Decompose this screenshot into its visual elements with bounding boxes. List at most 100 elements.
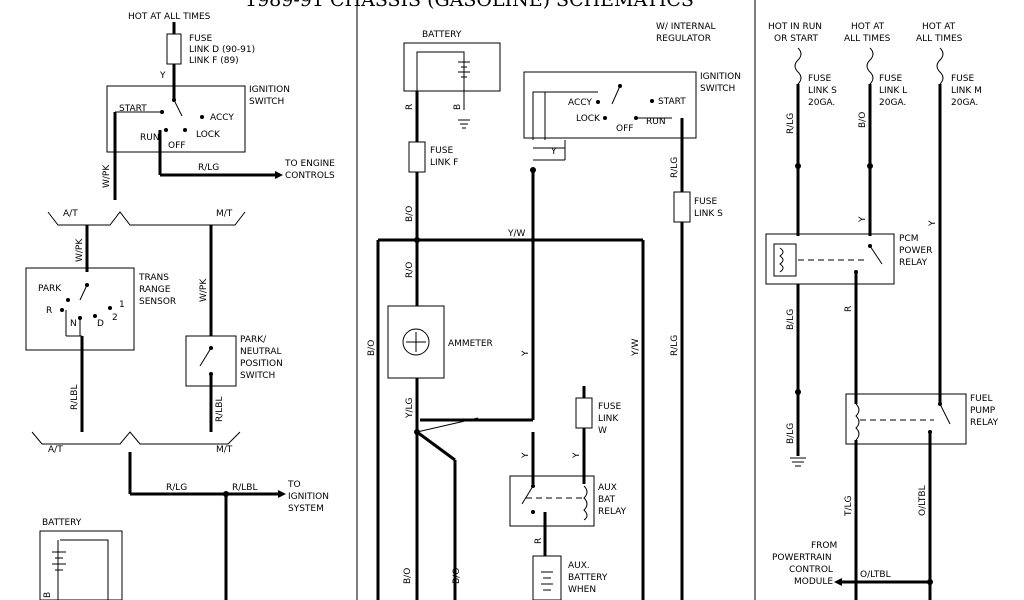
wire-label: R bbox=[844, 306, 854, 312]
wire-label: W/PK bbox=[102, 164, 112, 188]
label-ignition-switch: IGNITION bbox=[249, 85, 290, 95]
wire-label: B/O bbox=[403, 568, 413, 584]
label-d: D bbox=[97, 319, 104, 329]
trans-range-sensor-box bbox=[25, 267, 135, 351]
label-off: OFF bbox=[616, 124, 633, 134]
wire-label: R/O bbox=[405, 262, 415, 278]
wire-label: R/LG bbox=[166, 483, 187, 493]
fuse-link-d-symbol bbox=[166, 33, 182, 65]
label-pcm-power-relay: POWER bbox=[899, 246, 932, 256]
label-aux-bat-relay: RELAY bbox=[598, 507, 627, 517]
label-internal-regulator: REGULATOR bbox=[656, 34, 711, 44]
aux-bat-relay-box bbox=[509, 475, 595, 527]
wire-label: R bbox=[534, 538, 544, 544]
label-park-neutral-switch: PARK/ bbox=[240, 335, 267, 345]
wire-label: B bbox=[453, 104, 463, 110]
label-start: START bbox=[119, 104, 147, 114]
wire-label: R/LG bbox=[198, 163, 219, 173]
battery-middle-box bbox=[403, 42, 501, 92]
label-trans-range-sensor: SENSOR bbox=[139, 297, 176, 307]
label-fuse-link-l: 20GA. bbox=[879, 98, 906, 108]
label-aux-battery: BATTERY bbox=[568, 573, 608, 583]
ignition-switch-box bbox=[106, 85, 246, 153]
label-fuse-link-s: 20GA. bbox=[808, 98, 835, 108]
label-fuse-link-w: FUSE bbox=[598, 402, 621, 412]
label-ammeter: AMMETER bbox=[448, 339, 493, 349]
label-aux-bat-relay: AUX bbox=[598, 483, 617, 493]
fuel-pump-relay-box bbox=[845, 393, 967, 445]
wire-label: W/PK bbox=[199, 278, 209, 302]
label-fuse-link-l: FUSE bbox=[879, 74, 902, 84]
ignition-circuit-left: HOT AT ALL TIMES FUSE LINK D (90-91) LIN… bbox=[25, 12, 335, 600]
label-fuse-link-m: LINK M bbox=[951, 86, 982, 96]
label-fuse-link-f: LINK F (89) bbox=[189, 56, 239, 66]
label-park-neutral-switch: SWITCH bbox=[240, 371, 275, 381]
label-pcm-power-relay: PCM bbox=[899, 234, 918, 244]
aux-battery-box bbox=[532, 555, 562, 600]
wire-label: Y/W bbox=[507, 229, 526, 239]
label-hot-at-all-times: ALL TIMES bbox=[844, 34, 891, 44]
label-fuse-link-m: 20GA. bbox=[951, 98, 978, 108]
label-fuse-link-s: LINK S bbox=[694, 209, 723, 219]
label-park-neutral-switch: NEUTRAL bbox=[240, 347, 282, 357]
wire-label: Y bbox=[550, 147, 557, 157]
fuse-link-s-symbol bbox=[673, 191, 691, 223]
wire-label: Y bbox=[858, 216, 868, 223]
label-ignition-switch: IGNITION bbox=[700, 72, 741, 82]
label-from-powertrain-control-module: FROM bbox=[811, 541, 837, 551]
label-to-engine-controls: CONTROLS bbox=[285, 171, 335, 181]
label-lock: LOCK bbox=[196, 130, 221, 140]
wire-label: B/LG bbox=[786, 309, 796, 330]
wire-label: R/LBL bbox=[215, 397, 225, 423]
wire-label: R/LBL bbox=[70, 385, 80, 411]
label-fuse: FUSE bbox=[189, 34, 212, 44]
label-lock: LOCK bbox=[576, 114, 601, 124]
label-run: RUN bbox=[140, 133, 160, 143]
wire-label: Y bbox=[159, 71, 166, 81]
wire-label: R/LBL bbox=[232, 483, 258, 493]
label-hot-at-all-times: HOT AT bbox=[922, 22, 956, 32]
page-title: 1989-91 CHASSIS (GASOLINE) SCHEMATICS bbox=[245, 0, 694, 11]
label-ignition-switch: SWITCH bbox=[249, 97, 284, 107]
wire-label: B/O bbox=[858, 112, 868, 128]
label-mt: M/T bbox=[216, 445, 233, 455]
ammeter-gauge bbox=[402, 328, 430, 356]
label-to-ignition-system: IGNITION bbox=[288, 492, 329, 502]
wire-label: B bbox=[43, 592, 53, 598]
label-2: 2 bbox=[112, 313, 118, 323]
wire-label: Y bbox=[521, 350, 531, 357]
label-ignition-switch: SWITCH bbox=[700, 84, 735, 94]
label-to-ignition-system: TO bbox=[287, 480, 301, 490]
label-from-powertrain-control-module: POWERTRAIN bbox=[772, 553, 832, 563]
label-at: A/T bbox=[48, 445, 63, 455]
label-to-ignition-system: SYSTEM bbox=[288, 504, 324, 514]
label-from-powertrain-control-module: CONTROL bbox=[789, 565, 833, 575]
label-aux-bat-relay: BAT bbox=[598, 495, 616, 505]
label-accy: ACCY bbox=[210, 113, 234, 123]
pcm-power-relay-box bbox=[765, 233, 895, 285]
label-fuse-link-m: FUSE bbox=[951, 74, 974, 84]
label-fuse-link-s: FUSE bbox=[808, 74, 831, 84]
wire-label: W/PK bbox=[75, 238, 85, 262]
label-r: R bbox=[46, 306, 52, 316]
label-fuel-pump-relay: PUMP bbox=[970, 406, 996, 416]
label-aux-battery: AUX. bbox=[568, 561, 590, 571]
label-fuse-link-d: LINK D (90-91) bbox=[189, 45, 255, 55]
wire-label: R bbox=[405, 104, 415, 110]
label-park: PARK bbox=[38, 284, 62, 294]
charging-circuit-middle: BATTERY R B FUSE LINK F B/O Y/W B/O R/O … bbox=[367, 22, 741, 600]
wire-label: B/O bbox=[405, 206, 415, 222]
wire-label: B/O bbox=[452, 568, 462, 584]
fuel-pump-circuit-right: HOT IN RUN OR START HOT AT ALL TIMES HOT… bbox=[765, 22, 999, 600]
label-fuel-pump-relay: FUEL bbox=[970, 394, 992, 404]
label-fuse-link-w: W bbox=[598, 426, 607, 436]
label-battery: BATTERY bbox=[42, 518, 82, 528]
wire-label: B/LG bbox=[786, 423, 796, 444]
fuse-link-w-symbol bbox=[575, 397, 593, 429]
wire-label: O/LTBL bbox=[918, 485, 928, 516]
label-park-neutral-switch: POSITION bbox=[240, 359, 283, 369]
wire-label: R/LG bbox=[786, 113, 796, 134]
label-pcm-power-relay: RELAY bbox=[899, 258, 928, 268]
wire-label: B/O bbox=[367, 340, 377, 356]
